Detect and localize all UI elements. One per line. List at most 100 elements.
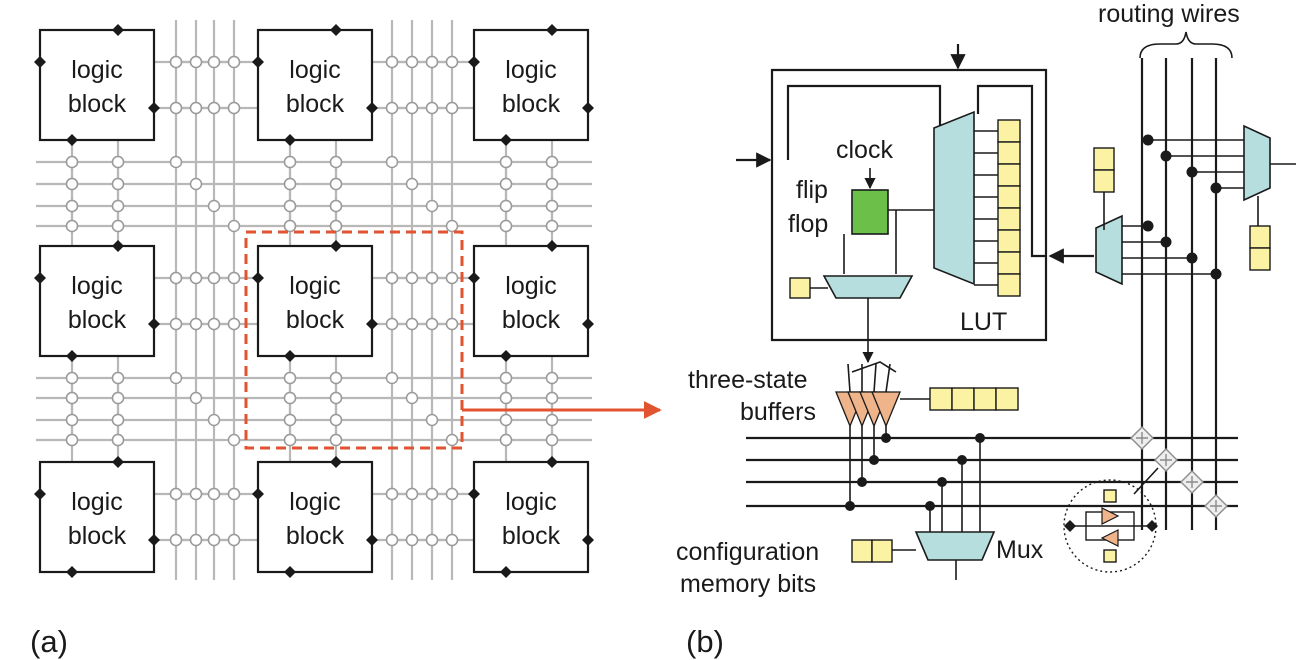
switch-node	[385, 317, 399, 331]
block-pin	[34, 488, 46, 500]
logic-block-label-line2: block	[502, 306, 561, 334]
upper-mux-config-bit	[1249, 247, 1271, 271]
lower-mux-tap	[1186, 252, 1198, 264]
switch-box-node	[189, 391, 203, 405]
switch-point-cross	[1160, 454, 1172, 466]
switch-box-node	[169, 155, 183, 169]
logic-block-frame	[38, 28, 156, 142]
switch-node	[65, 413, 79, 427]
feedback-loop-outer	[786, 84, 942, 160]
logic-block-frame	[472, 460, 590, 574]
logic-block-detail-panel: LUT clock flip flop three-state buffers …	[676, 0, 1296, 659]
buffer-input	[885, 363, 891, 393]
block-pin	[500, 350, 512, 362]
block-boundary	[770, 68, 1048, 342]
lut-bit	[997, 119, 1021, 143]
switch-node	[283, 177, 297, 191]
switch-node	[169, 317, 183, 331]
switch-box-node	[445, 219, 459, 233]
switch-node	[111, 391, 125, 405]
logic-block-frame	[472, 28, 590, 142]
output-mux-config-bit	[789, 277, 811, 299]
switch-node	[169, 533, 183, 547]
block-pin	[66, 134, 78, 146]
switch-node	[283, 371, 297, 385]
upper-mux-tap	[1186, 166, 1198, 178]
input-mux-lower	[1095, 214, 1123, 286]
logic-block-label-line1: logic	[505, 272, 556, 300]
switch-box-node	[425, 413, 439, 427]
mux-label: Mux	[996, 536, 1044, 564]
switch-node	[445, 487, 459, 501]
block-pin	[34, 272, 46, 284]
switch-node	[227, 317, 241, 331]
three-state-buffers	[835, 361, 901, 511]
logic-block-label-line2: block	[68, 522, 127, 550]
config-label-line1: configuration	[676, 538, 819, 566]
logic-block-frame	[38, 460, 156, 574]
switch-box-node	[227, 433, 241, 447]
switch-node	[329, 219, 343, 233]
switch-node	[65, 199, 79, 213]
switch-node	[385, 533, 399, 547]
block-pin	[366, 318, 378, 330]
lower-mux-config-bit	[1093, 147, 1115, 171]
switch-node	[499, 177, 513, 191]
block-pin	[330, 240, 342, 252]
block-pin	[468, 272, 480, 284]
switch-node	[111, 413, 125, 427]
flip-flop	[851, 189, 889, 235]
switch-node	[425, 55, 439, 69]
logic-block: logic block	[468, 456, 594, 578]
lower-mux-tap	[1160, 236, 1172, 248]
block-pin	[34, 56, 46, 68]
switch-node	[169, 487, 183, 501]
mux-config-bits	[851, 539, 893, 563]
switch-node	[189, 487, 203, 501]
logic-block-label-line1: logic	[71, 488, 122, 516]
switch-node	[545, 413, 559, 427]
input-mux-upper	[1243, 124, 1271, 202]
switch-node	[207, 55, 221, 69]
switch-node	[207, 533, 221, 547]
mux-config-bit	[851, 539, 873, 563]
block-pin	[112, 456, 124, 468]
logic-block-label-line1: logic	[289, 56, 340, 84]
logic-block-label-line1: logic	[505, 488, 556, 516]
switch-node	[545, 433, 559, 447]
switch-node	[227, 55, 241, 69]
switch-box-node	[169, 371, 183, 385]
horizontal-routing-wires	[746, 433, 1238, 532]
switch-node	[405, 271, 419, 285]
block-pin	[330, 456, 342, 468]
switch-node	[65, 177, 79, 191]
switch-node	[189, 317, 203, 331]
logic-block-label-line2: block	[502, 522, 561, 550]
switch-node	[65, 219, 79, 233]
switch-node	[329, 371, 343, 385]
block-pin	[148, 534, 160, 546]
fpga-array-panel: logic block logic block logic block logic block…	[30, 20, 662, 659]
switch-node	[385, 55, 399, 69]
lut-bit	[997, 163, 1021, 187]
mux-tap	[957, 455, 967, 465]
lower-mux-tap	[1142, 220, 1154, 232]
switch-node	[189, 271, 203, 285]
switch-node	[227, 533, 241, 547]
switch-node	[425, 271, 439, 285]
logic-block: logic block	[468, 240, 594, 362]
block-pin	[582, 102, 594, 114]
switch-node	[111, 433, 125, 447]
lower-mux-config-bit	[1093, 169, 1115, 193]
mux-tap	[975, 433, 985, 443]
switch-node	[207, 487, 221, 501]
switch-node	[405, 101, 419, 115]
block-pin	[284, 350, 296, 362]
switch-box-node	[445, 433, 459, 447]
logic-block-frame	[256, 28, 374, 142]
switch-node	[111, 155, 125, 169]
logic-block-label-line2: block	[286, 522, 345, 550]
